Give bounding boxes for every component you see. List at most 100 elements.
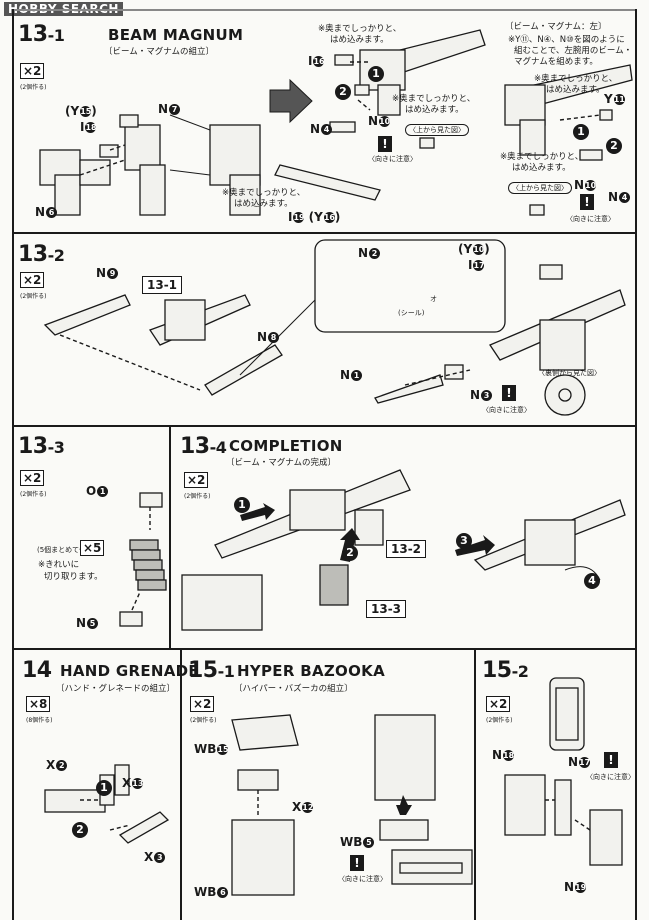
note-push-in: ※奥までしっかりと、: [534, 74, 618, 84]
beam-magnum-left-variant: [504, 64, 633, 216]
hyper-bazooka-15-2: [504, 677, 623, 866]
divider: [635, 9, 637, 920]
quantity-badge: ×2: [184, 472, 209, 488]
note-push-in: ※奥までしっかりと、: [392, 94, 476, 104]
warning-icon: !: [580, 194, 594, 210]
part-label-I19: I19 (Y16): [288, 210, 341, 224]
quantity-badge: ×8: [26, 696, 51, 712]
note-push-in: はめ込みます。: [512, 163, 571, 173]
warning-icon: !: [604, 752, 618, 768]
warning-icon: !: [378, 136, 392, 152]
quantity-note: (2個作る): [20, 293, 47, 300]
quantity-note: (2個作る): [20, 84, 47, 91]
orientation-note: 〈向きに注意〉: [566, 215, 615, 223]
step-title-13-4: COMPLETION: [229, 437, 343, 455]
cut-note: ※きれいに: [38, 560, 80, 570]
step-marker-2: 2: [342, 545, 358, 561]
quantity-badge: ×2: [20, 272, 45, 288]
part-label-I17: I17: [468, 258, 485, 272]
quantity-note: (8個作る): [26, 717, 53, 724]
step-marker-2: 2: [606, 138, 622, 154]
divider: [12, 232, 637, 234]
view-top-note: 〈上から見た図〉: [508, 182, 572, 194]
step-number-13-1: 13-1: [18, 22, 65, 47]
step-title-14: HAND GRENADE: [60, 662, 199, 680]
step-subtitle-13-1b: 〔ビーム・マグナム：左〕: [505, 22, 607, 32]
orientation-note: 〈向きに注意〉: [482, 406, 531, 414]
step-number-15-1: 15-1: [188, 658, 235, 683]
orientation-note: 〈向きに注意〉: [368, 155, 417, 163]
note-push-in: はめ込みます。: [546, 85, 605, 95]
part-label-X13: X13: [122, 776, 144, 790]
part-label-X12: X12: [292, 800, 314, 814]
ref-13-2: 13-2: [386, 540, 427, 558]
divider: [474, 648, 476, 920]
step-marker-4: 4: [584, 573, 600, 589]
note-left-variant: マグナムを組めます。: [514, 57, 598, 67]
note-push-in: ※奥までしっかりと、: [222, 188, 306, 198]
step-marker-1: 1: [368, 66, 384, 82]
step-title-15-1: HYPER BAZOOKA: [237, 662, 385, 680]
step-number-13-4: 13-4: [180, 434, 227, 459]
note-left-variant: ※Y⑪、N④、N⑩を図のように: [508, 35, 625, 45]
step-marker-2: 2: [72, 822, 88, 838]
ref-13-3: 13-3: [366, 600, 407, 618]
step-number-13-3: 13-3: [18, 434, 65, 459]
quantity-note: (2個作る): [486, 717, 513, 724]
note-push-in: ※奥までしっかりと、: [500, 152, 584, 162]
step-marker-1: 1: [96, 780, 112, 796]
step-marker-1: 1: [573, 124, 589, 140]
divider: [12, 9, 637, 11]
quantity-badge: ×2: [486, 696, 511, 712]
note-push-in: はめ込みます。: [234, 199, 293, 209]
quantity-badge-5: ×5: [80, 540, 105, 556]
orientation-note: 〈向きに注意〉: [586, 773, 635, 781]
part-label-N17: N17: [568, 755, 591, 769]
part-label-WB15: WB15: [194, 742, 229, 756]
step-subtitle-13-1: 〔ビーム・マグナムの組立〕: [104, 47, 214, 57]
note-push-in: はめ込みます。: [405, 105, 464, 115]
cut-note: 切り取ります。: [44, 572, 103, 582]
part-label-Y15: (Y15): [65, 104, 97, 118]
step-marker-2: 2: [335, 84, 351, 100]
quantity-badge: ×2: [20, 63, 45, 79]
seal-letter: オ: [430, 295, 437, 303]
quantity-badge: ×2: [190, 696, 215, 712]
step-subtitle-14: 〔ハンド・グレネードの組立〕: [56, 684, 176, 694]
divider: [169, 425, 171, 648]
part-label-N18: N18: [492, 748, 515, 762]
assembly-13-2-right: [239, 239, 626, 416]
step-title-13-1: BEAM MAGNUM: [108, 26, 244, 44]
note-push-in: ※奥までしっかりと、: [318, 24, 402, 34]
step-subtitle-15-1: 〔ハイパー・バズーカの組立〕: [234, 684, 353, 694]
hyper-bazooka-15-1: [231, 714, 473, 896]
step-number-14: 14: [22, 658, 52, 683]
seal-note: (シール): [398, 309, 425, 317]
part-label-N10: N10: [368, 114, 391, 128]
step-subtitle-13-4: 〔ビーム・マグナムの完成〕: [226, 458, 336, 468]
quantity-note: (2個作る): [20, 491, 47, 498]
divider: [12, 425, 637, 427]
part-label-Y10: (Y10): [458, 242, 490, 256]
completion-13-4: [181, 469, 626, 631]
orientation-note: 〈向きに注意〉: [338, 875, 387, 883]
view-back-note: 〈裏側から見た図〉: [538, 369, 601, 377]
part-label-I18: I18: [80, 120, 97, 134]
part-label-I16: I16: [308, 54, 325, 68]
view-top-note: 〈上から見た図〉: [405, 124, 469, 136]
note-left-variant: 組むことで、左腕用のビーム・: [514, 46, 633, 56]
divider: [12, 648, 637, 650]
